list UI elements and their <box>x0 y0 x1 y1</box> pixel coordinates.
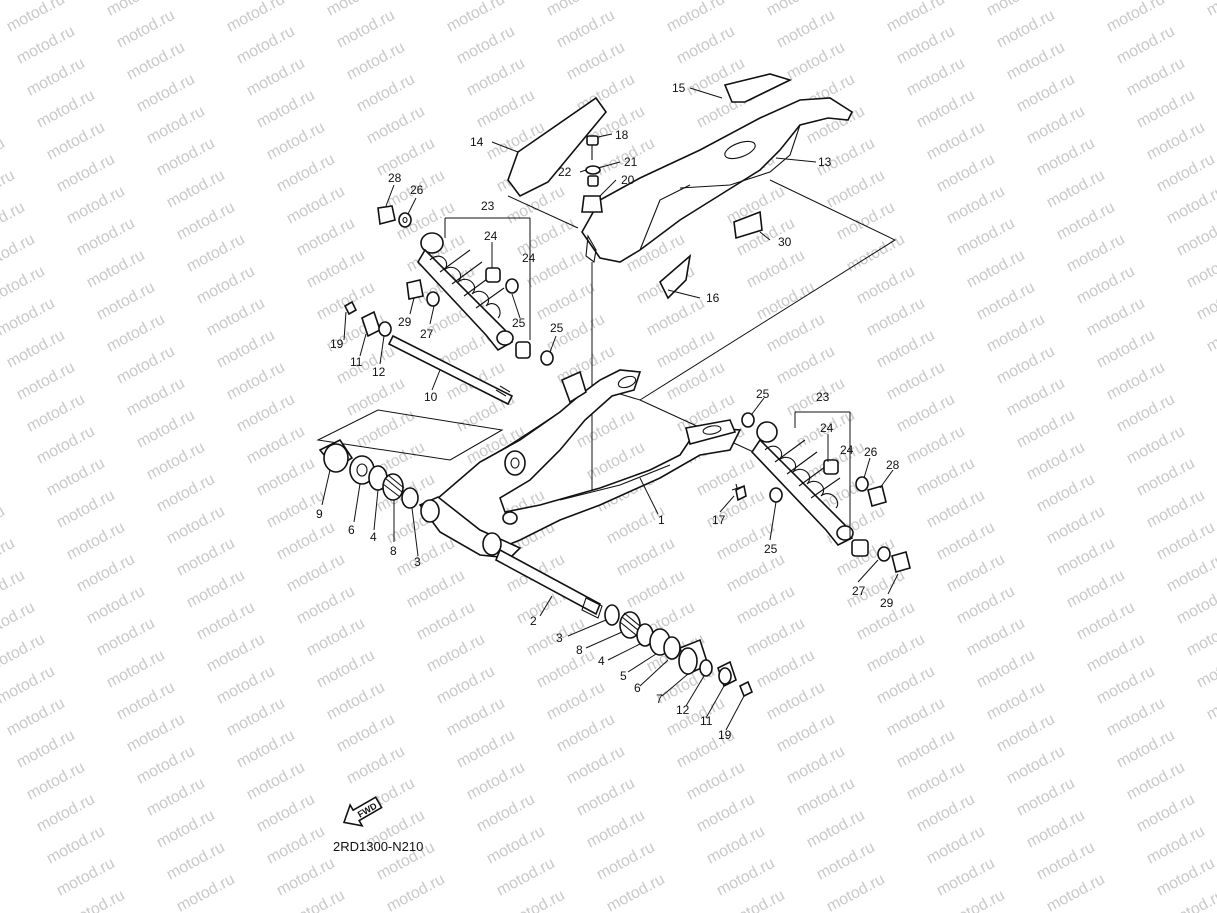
callout-1: 1 <box>658 513 665 527</box>
callout-16: 16 <box>706 291 720 305</box>
callout-4: 4 <box>598 654 605 668</box>
callout-26: 26 <box>864 445 878 459</box>
callout-28: 28 <box>886 458 900 472</box>
callout-24: 24 <box>840 443 854 457</box>
callout-9: 9 <box>316 507 323 521</box>
leader-lines <box>321 87 899 731</box>
callout-25: 25 <box>550 321 564 335</box>
pivot-shaft <box>387 334 514 406</box>
callout-25: 25 <box>756 387 770 401</box>
callout-3: 3 <box>556 631 563 645</box>
callout-5: 5 <box>620 669 627 683</box>
callout-17: 17 <box>712 513 726 527</box>
callout-19: 19 <box>718 728 732 742</box>
callout-14: 14 <box>470 135 484 149</box>
callout-22: 22 <box>558 165 572 179</box>
diagram-code: 2RD1300-N210 <box>333 839 423 854</box>
callout-26: 26 <box>410 183 424 197</box>
callout-19: 19 <box>330 337 344 351</box>
callout-25: 25 <box>512 316 526 330</box>
callout-28: 28 <box>388 171 402 185</box>
watermark-text: motod.ru <box>1204 0 1217 20</box>
callout-24: 24 <box>484 229 498 243</box>
callout-6: 6 <box>348 523 355 537</box>
callout-13: 13 <box>818 155 832 169</box>
left-pivot-stack <box>318 438 419 509</box>
callout-29: 29 <box>880 596 894 610</box>
callout-27: 27 <box>852 584 866 598</box>
callout-25: 25 <box>764 542 778 556</box>
callout-2: 2 <box>530 614 537 628</box>
callout-23: 23 <box>816 390 830 404</box>
callout-15: 15 <box>672 81 686 95</box>
left-shock-absorber <box>417 232 514 352</box>
swing-arm <box>418 369 742 559</box>
callout-7: 7 <box>656 692 663 706</box>
callout-24: 24 <box>820 421 834 435</box>
right-pivot-stack <box>604 604 754 698</box>
right-shock-absorber <box>750 421 854 547</box>
right-shock-hardware <box>731 412 911 573</box>
callout-27: 27 <box>420 327 434 341</box>
callout-29: 29 <box>398 315 412 329</box>
callout-8: 8 <box>576 643 583 657</box>
callout-12: 12 <box>372 365 386 379</box>
callout-18: 18 <box>615 128 629 142</box>
callout-12: 12 <box>676 703 690 717</box>
callout-11: 11 <box>700 714 713 728</box>
callout-11: 11 <box>350 355 363 369</box>
callout-24: 24 <box>522 251 536 265</box>
callout-4: 4 <box>370 530 377 544</box>
callout-10: 10 <box>424 390 438 404</box>
left-shock-hardware <box>343 205 554 366</box>
callout-6: 6 <box>634 681 641 695</box>
callout-3: 3 <box>414 555 421 569</box>
callout-21: 21 <box>624 155 638 169</box>
callout-20: 20 <box>621 173 635 187</box>
chain-case <box>507 73 854 300</box>
callout-23: 23 <box>481 199 495 213</box>
callout-8: 8 <box>390 544 397 558</box>
main-pivot-shaft <box>494 548 603 619</box>
callout-30: 30 <box>778 235 792 249</box>
